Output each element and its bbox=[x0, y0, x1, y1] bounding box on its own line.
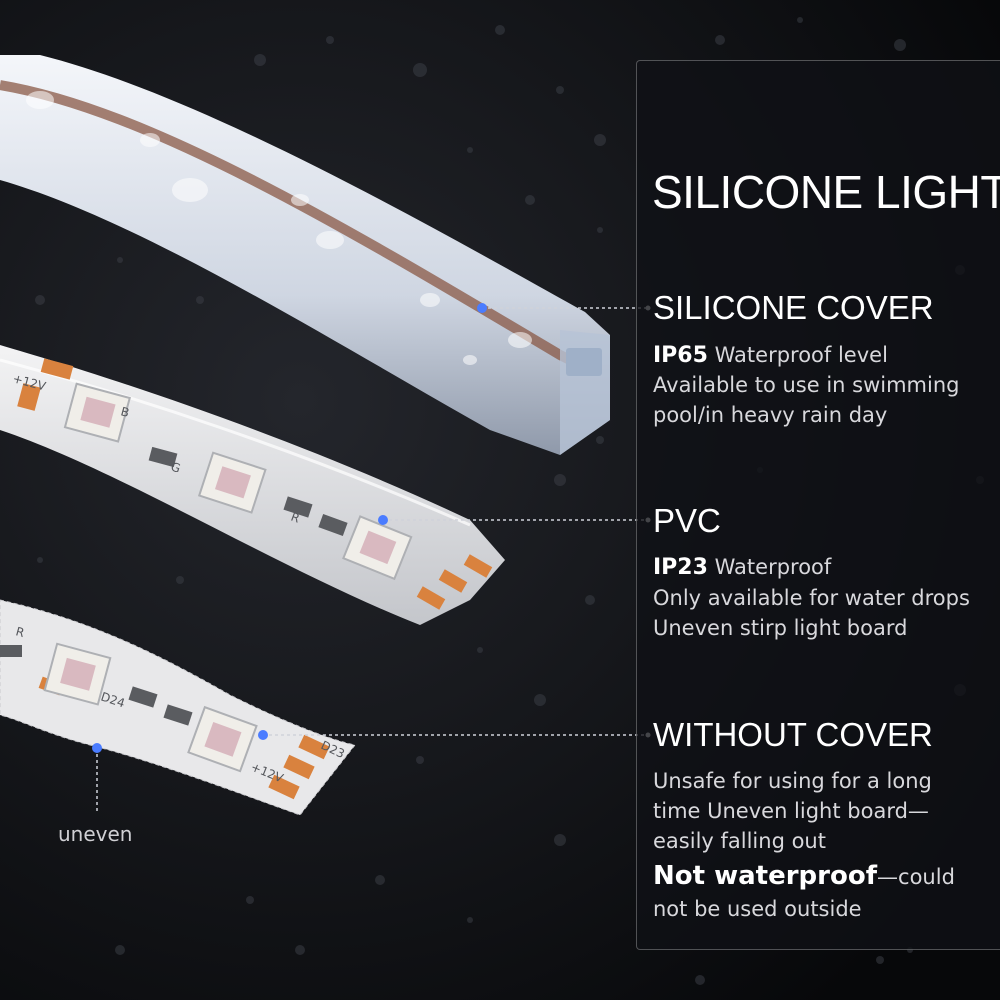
page-title: SILICONE LIGHTS bbox=[652, 166, 1000, 218]
rating-ip23: IP23 bbox=[653, 555, 708, 580]
pvc-line-2: Uneven stirp light board bbox=[653, 616, 908, 640]
without-cover-heading: WITHOUT COVER bbox=[653, 716, 933, 753]
pvc-line-1: Only available for water drops bbox=[653, 586, 970, 610]
rating-ip65: IP65 bbox=[653, 343, 708, 368]
pvc-rating-line: IP23 Waterproof bbox=[653, 552, 831, 583]
not-waterproof-line: Not waterproof—could bbox=[653, 861, 955, 893]
pvc-heading: PVC bbox=[653, 502, 721, 539]
without-cover-last-line: not be used outside bbox=[653, 897, 862, 921]
bare-strip bbox=[0, 599, 356, 816]
strip-marking: B bbox=[119, 404, 131, 420]
silicone-strip bbox=[0, 55, 610, 455]
not-waterproof-emphasis: Not waterproof bbox=[653, 861, 878, 891]
info-panel bbox=[636, 60, 1000, 950]
pvc-strip bbox=[0, 345, 505, 625]
silicone-cover-line-2: pool/in heavy rain day bbox=[653, 403, 888, 427]
rating-text: Waterproof bbox=[714, 555, 832, 579]
without-cover-line-3: easily falling out bbox=[653, 829, 826, 853]
silicone-cover-rating-line: IP65 Waterproof level bbox=[653, 340, 888, 371]
strip-marking: G bbox=[169, 460, 182, 476]
callout-lines bbox=[96, 307, 648, 812]
without-cover-line-1: Unsafe for using for a long bbox=[653, 769, 932, 793]
silicone-cover-line-1: Available to use in swimming bbox=[653, 373, 960, 397]
rating-text: Waterproof level bbox=[714, 343, 888, 367]
without-cover-line-2: time Uneven light board— bbox=[653, 799, 929, 823]
not-waterproof-text: —could bbox=[877, 865, 955, 889]
uneven-annotation: uneven bbox=[58, 822, 133, 846]
strip-marking: R bbox=[14, 624, 26, 640]
water-drops bbox=[35, 17, 984, 985]
silicone-cover-heading: SILICONE COVER bbox=[653, 289, 934, 326]
